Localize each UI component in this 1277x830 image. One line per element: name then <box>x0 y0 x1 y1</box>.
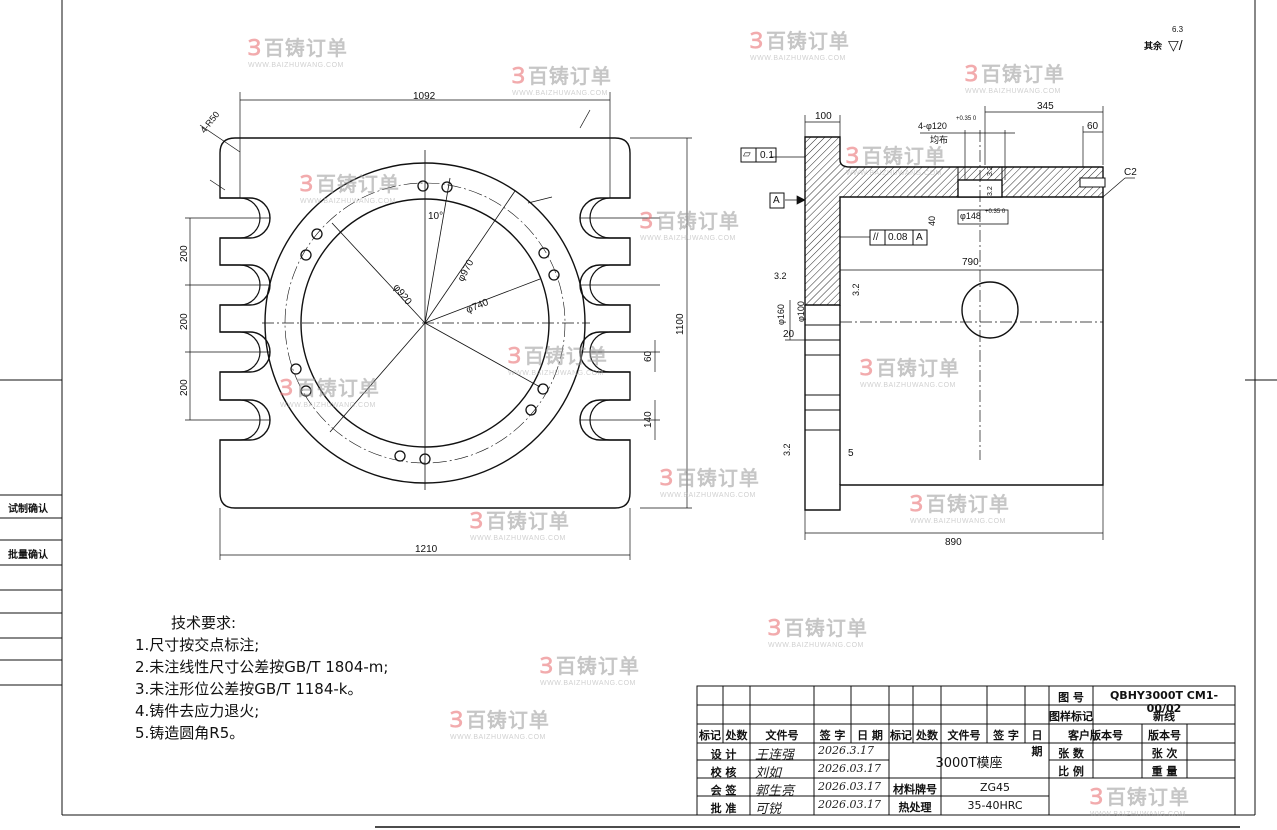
signature-countersign: 郭生亮 <box>755 784 795 799</box>
header-count-2: 处数 <box>916 729 938 742</box>
heat-value: 35-40HRC <box>967 799 1023 812</box>
dim-holes-tol: +0.35 0 <box>956 116 977 122</box>
dim-holes: 4-φ120 <box>918 121 947 131</box>
mark-value: 新线 <box>1153 710 1175 723</box>
mark-label: 图样标记 <box>1049 710 1093 723</box>
dim-cbore-tol: +0.35 0 <box>985 209 1006 215</box>
header-signature: 签 字 <box>819 729 846 742</box>
signature-approve: 可锐 <box>755 802 782 817</box>
material-label: 材料牌号 <box>893 783 937 796</box>
roughness-note-label: 其余 <box>1144 41 1163 51</box>
parallel-value: 0.08 <box>888 232 908 243</box>
dim-holes-note: 均布 <box>930 135 949 145</box>
roughness-symbol-icon: ▽/ <box>1168 37 1183 53</box>
roughness-note-value: 6.3 <box>1172 25 1184 34</box>
tech-item: 5.铸造圆角R5。 <box>135 724 245 742</box>
dim-bottom-width: 1210 <box>415 544 438 555</box>
customer-version-label: 客户版本号 <box>1068 729 1123 742</box>
header-date: 日 期 <box>857 729 883 742</box>
part-name: 3000T模座 <box>935 756 1003 771</box>
signature-design: 王连强 <box>755 748 795 763</box>
role-design: 设 计 <box>710 748 737 761</box>
flatness-value: 0.1 <box>760 150 774 161</box>
header-signature-2: 签 字 <box>993 729 1019 742</box>
header-date-2: 日 期 <box>1031 729 1043 758</box>
tech-title: 技术要求: <box>171 614 237 632</box>
scale-label: 比 例 <box>1058 765 1084 778</box>
dim-end: 60 <box>1087 121 1099 132</box>
parallel-icon: // <box>873 232 879 243</box>
weight-label: 重 量 <box>1151 765 1178 778</box>
front-view <box>185 92 692 560</box>
tech-item: 2.未注线性尺寸公差按GB/T 1804-m; <box>135 658 389 676</box>
tech-item: 4.铸件去应力退火; <box>135 702 260 720</box>
technical-requirements: 技术要求: 1.尺寸按交点标注; 2.未注线性尺寸公差按GB/T 1804-m;… <box>135 612 388 744</box>
header-mark-2: 标记 <box>890 729 912 742</box>
header-file-no-2: 文件号 <box>947 729 981 742</box>
parallel-datum: A <box>916 232 923 243</box>
header-count: 处数 <box>725 729 748 742</box>
dim-step: 20 <box>783 329 795 340</box>
header-mark: 标记 <box>699 729 721 742</box>
header-file-no: 文件号 <box>765 729 799 742</box>
date-design: 2026.3.17 <box>818 744 874 757</box>
tech-item: 3.未注形位公差按GB/T 1184-k。 <box>135 680 363 698</box>
roughness-1: 3.2 <box>774 271 787 281</box>
signature-check: 刘如 <box>755 766 782 781</box>
dim-top-width: 1092 <box>413 91 436 102</box>
sheets-label: 张 数 <box>1058 747 1084 760</box>
dim-flange-thk: 100 <box>815 111 832 122</box>
flatness-icon: ▱ <box>743 149 751 160</box>
drawing-no: QBHY3000T CM1-00/02 <box>1109 689 1219 715</box>
role-approve: 批 准 <box>710 802 737 815</box>
datum-label: A <box>773 195 780 206</box>
batch-confirm-label: 批量确认 <box>8 550 48 561</box>
dim-overall-len: 890 <box>945 537 962 548</box>
date-approve: 2026.03.17 <box>818 798 881 811</box>
dim-cbore: φ148 <box>960 211 981 221</box>
dim-inner-len: 790 <box>962 257 979 268</box>
role-check: 校 核 <box>710 766 737 779</box>
tech-item: 1.尺寸按交点标注; <box>135 636 260 654</box>
dim-chamfer: C2 <box>1124 167 1137 178</box>
drawing-no-label: 图 号 <box>1058 691 1084 704</box>
dim-step-small: 5 <box>848 448 854 459</box>
role-countersign: 会 签 <box>710 784 737 797</box>
heat-label: 热处理 <box>898 801 932 814</box>
dim-angle: 10° <box>428 211 444 222</box>
date-countersign: 2026.03.17 <box>818 780 881 793</box>
trial-confirm-label: 试制确认 <box>8 504 48 515</box>
sheet-no-label: 张 次 <box>1151 747 1178 760</box>
dim-offset: 345 <box>1037 101 1054 112</box>
section-view <box>740 106 1135 540</box>
date-check: 2026.03.17 <box>818 762 881 775</box>
version-label: 版本号 <box>1148 729 1181 742</box>
material-value: ZG45 <box>979 781 1011 794</box>
